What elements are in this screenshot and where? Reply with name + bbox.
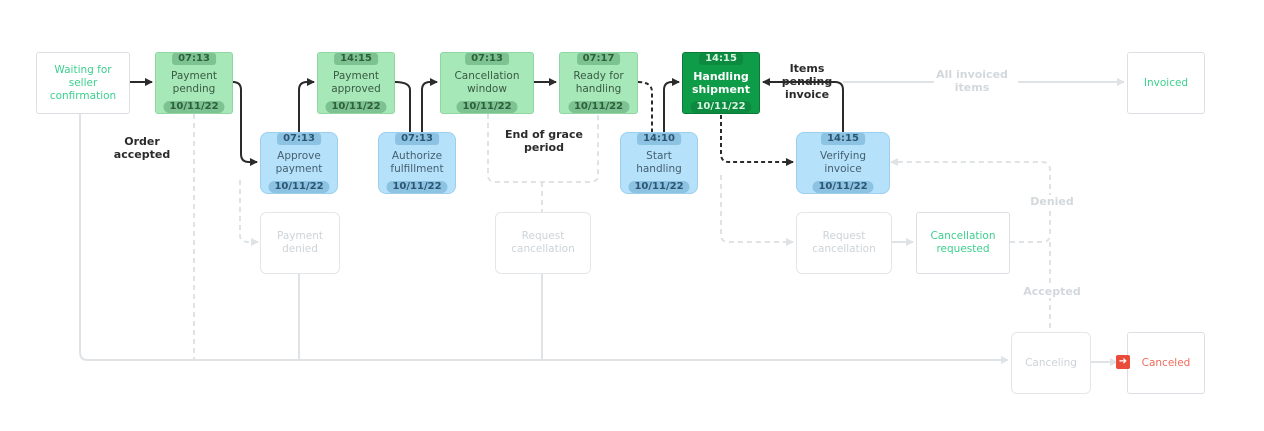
state-payment-denied[interactable]: Payment denied (260, 212, 340, 274)
state-payment-approved[interactable]: 14:15 Payment approved 10/11/22 (317, 52, 395, 114)
edge-start-to-handling (663, 78, 680, 132)
state-time: 07:13 (172, 53, 216, 65)
action-time: 14:10 (637, 133, 681, 145)
edge-handling-to-verifying (720, 115, 794, 166)
action-label: Request cancellation (511, 230, 575, 255)
state-label: Payment approved (331, 70, 381, 95)
action-label: Start handling (636, 150, 682, 175)
action-start-handling[interactable]: 14:10 Start handling 10/11/22 (620, 132, 698, 194)
edge-handling-to-request-cancellation (720, 175, 794, 246)
action-date: 10/11/22 (628, 181, 690, 193)
state-canceled[interactable]: Canceled (1127, 332, 1205, 394)
action-date: 10/11/22 (268, 181, 330, 193)
action-request-cancellation-2[interactable]: Request cancellation (796, 212, 892, 274)
action-authorize-fulfillment[interactable]: 07:13 Authorize fulfillment 10/11/22 (378, 132, 456, 194)
edge-approve-to-approved (298, 78, 315, 132)
state-date: 10/11/22 (325, 101, 387, 113)
state-date: 10/11/22 (567, 101, 630, 113)
edge-waiting-to-canceling (79, 114, 1009, 364)
edge-label-denied: Denied (1026, 195, 1078, 208)
state-label: Cancellation requested (930, 230, 996, 255)
state-label: Cancellation window (454, 70, 520, 95)
state-label: Handling shipment (691, 70, 751, 96)
edge-label-items-pending-invoice: Items pending invoice (781, 62, 833, 101)
state-time: 14:15 (334, 53, 378, 65)
edge-label-accepted: Accepted (1022, 285, 1082, 298)
state-ready-for-handling[interactable]: 07:17 Ready for handling 10/11/22 (559, 52, 638, 114)
edge-authorize-to-window (421, 78, 438, 132)
state-label: Payment pending (171, 70, 217, 95)
action-verifying-invoice[interactable]: 14:15 Verifying invoice 10/11/22 (796, 132, 890, 194)
action-label: Verifying invoice (819, 150, 867, 175)
action-date: 10/11/22 (812, 181, 874, 193)
state-handling-shipment-current[interactable]: 14:15 Handling shipment 10/11/22 (682, 52, 760, 114)
state-payment-pending[interactable]: 07:13 Payment pending 10/11/22 (155, 52, 233, 114)
action-label: Approve payment (275, 150, 323, 175)
state-cancellation-window[interactable]: 07:13 Cancellation window 10/11/22 (440, 52, 534, 114)
state-date: 10/11/22 (690, 101, 752, 113)
action-date: 10/11/22 (386, 181, 448, 193)
edge-pending-to-approve (232, 81, 258, 166)
action-label: Authorize fulfillment (390, 150, 444, 175)
state-date: 10/11/22 (163, 101, 225, 113)
action-request-cancellation-1[interactable]: Request cancellation (495, 212, 591, 274)
edge-verifying-to-handling (762, 78, 844, 132)
active-dashed-edges (637, 81, 794, 166)
state-label: Ready for handling (573, 70, 624, 95)
action-time: 07:13 (395, 133, 439, 145)
exit-arrow-icon: ➜ (1116, 355, 1130, 369)
state-date: 10/11/22 (456, 101, 518, 113)
state-time: 14:15 (699, 53, 743, 65)
edge-label-all-invoiced-items: All invoiced items (934, 68, 1010, 94)
state-time: 07:13 (465, 53, 509, 65)
state-invoiced[interactable]: Invoiced (1127, 52, 1205, 114)
state-time: 07:17 (576, 53, 621, 65)
action-label: Request cancellation (812, 230, 876, 255)
state-cancellation-requested[interactable]: Cancellation requested (916, 212, 1010, 274)
action-canceling[interactable]: Canceling (1011, 332, 1091, 394)
edge-approved-to-authorize (394, 81, 411, 132)
state-waiting-for-seller-confirmation[interactable]: Waiting for seller confirmation (36, 52, 130, 114)
edge-label-order-accepted: Order accepted (113, 135, 171, 161)
state-label: Invoiced (1143, 76, 1189, 89)
edge-label-end-of-grace-period: End of grace period (505, 128, 583, 154)
action-time: 07:13 (277, 133, 321, 145)
state-label: Canceled (1141, 356, 1191, 369)
action-label: Canceling (1025, 356, 1077, 369)
action-approve-payment[interactable]: 07:13 Approve payment 10/11/22 (260, 132, 338, 194)
state-label: Waiting for seller confirmation (49, 63, 117, 102)
action-time: 14:15 (821, 133, 865, 145)
edge-ready-to-start (637, 81, 653, 132)
edge-to-payment-denied (239, 180, 259, 246)
inactive-edges (79, 78, 1125, 366)
active-edges (130, 78, 844, 166)
state-label: Payment denied (277, 230, 323, 255)
